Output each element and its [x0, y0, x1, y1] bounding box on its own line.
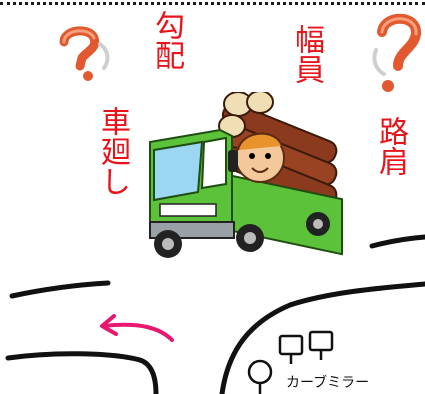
- road-edge: [9, 280, 111, 299]
- curve-mirror-label: カーブミラー: [286, 375, 370, 391]
- turnaround-label: 車廻し: [95, 106, 130, 196]
- question-mark-icon: [372, 13, 421, 92]
- dotted-border: [0, 2, 425, 5]
- mirror-icon: [247, 330, 334, 394]
- width-label: 幅員: [289, 24, 324, 84]
- arrow-left-icon: [102, 322, 174, 342]
- question-mark-icon: [59, 26, 110, 81]
- shoulder-label: 路肩: [373, 116, 408, 176]
- road-edge: [369, 234, 425, 249]
- slope-label: 勾配: [149, 10, 184, 70]
- log-truck-illustration: [149, 92, 343, 258]
- road-edge: [219, 281, 425, 394]
- arrow-head: [100, 314, 118, 336]
- road-edge: [5, 351, 159, 394]
